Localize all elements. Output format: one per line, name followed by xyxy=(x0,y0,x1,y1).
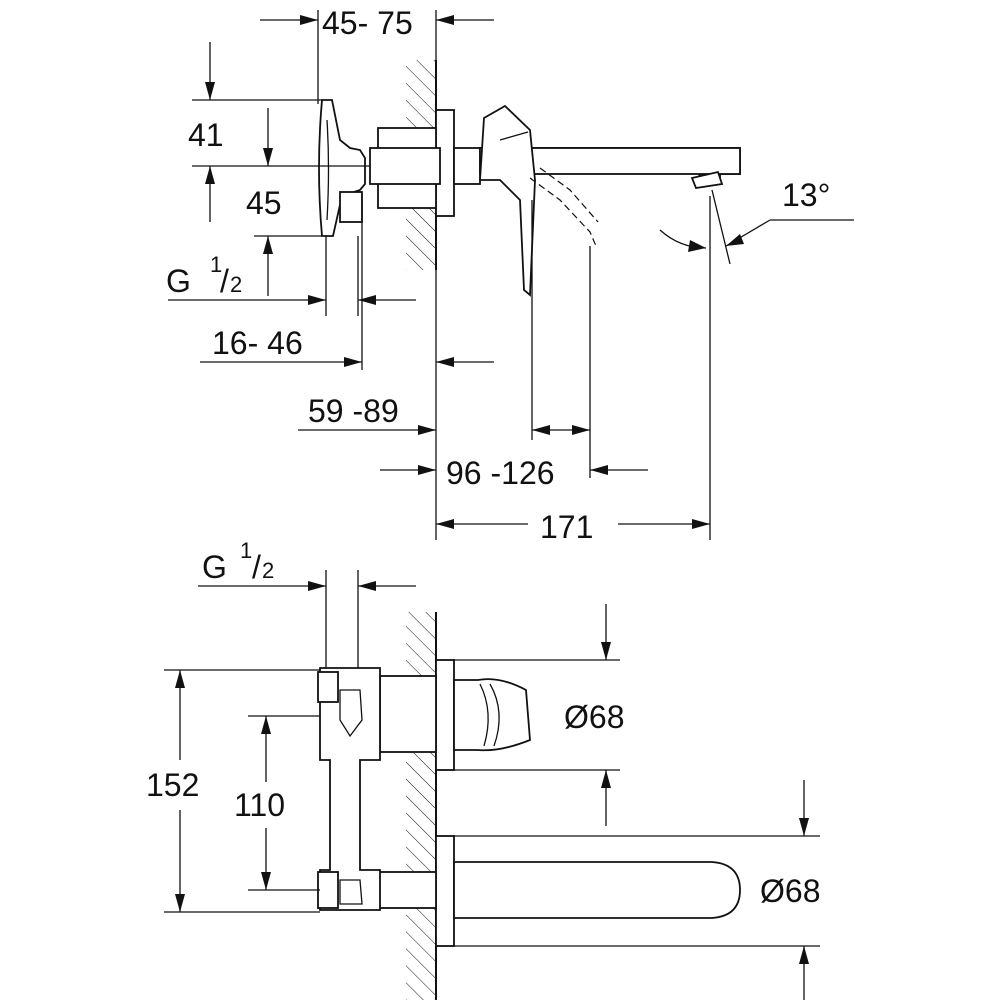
valve-body-top xyxy=(317,667,381,911)
wall-section-top xyxy=(406,612,437,1000)
handle-rosette-top xyxy=(379,659,531,771)
side-view: 45- 75 41 45 G 1 / xyxy=(166,5,854,545)
dim-110-label: 110 xyxy=(234,787,285,823)
valve-body-side xyxy=(369,127,481,209)
thread-label-top: G xyxy=(202,549,227,585)
dim-dia-lower: Ø68 xyxy=(454,780,820,1000)
svg-text:/: / xyxy=(220,263,229,299)
dim-110: 110 xyxy=(230,715,320,891)
thread-num-top: 1 xyxy=(240,538,252,563)
top-view: G 1 / 2 152 110 xyxy=(140,538,820,1000)
lever-alt-position xyxy=(529,167,599,247)
dim-45-label: 45 xyxy=(246,185,282,221)
dim-16-46: 16- 46 xyxy=(200,196,494,370)
dim-171-label: 171 xyxy=(540,509,593,545)
dim-45-75: 45- 75 xyxy=(260,5,494,104)
thread-label-side: G xyxy=(166,263,191,299)
dim-41-45: 41 45 xyxy=(188,42,370,296)
dim-96-126-label: 96 -126 xyxy=(446,455,555,491)
handle-side xyxy=(318,99,366,237)
dim-59-89-label: 59 -89 xyxy=(308,393,399,429)
thread-num-side: 1 xyxy=(210,252,222,277)
dia-upper-label: Ø68 xyxy=(564,699,624,735)
dim-thread-side: G 1 / 2 xyxy=(166,236,416,316)
dim-59-89: 59 -89 xyxy=(298,270,437,540)
dim-96-126: 96 -126 xyxy=(380,200,648,491)
dim-171: 171 xyxy=(436,196,711,545)
dim-16-46-label: 16- 46 xyxy=(212,325,303,361)
thread-den-side: 2 xyxy=(230,272,242,297)
dim-41-label: 41 xyxy=(188,117,224,153)
dim-152-label: 152 xyxy=(146,767,199,803)
spout-rosette-top xyxy=(373,835,741,947)
dim-45-75-label: 45- 75 xyxy=(322,5,413,41)
dim-angle: 13° xyxy=(659,177,854,265)
dim-thread-top: G 1 / 2 xyxy=(198,538,416,668)
mixer-lever-side xyxy=(479,104,536,297)
dim-dia-upper: Ø68 xyxy=(454,604,624,826)
angle-label: 13° xyxy=(782,177,830,213)
dia-lower-label: Ø68 xyxy=(760,873,820,909)
dim-152: 152 xyxy=(140,669,320,913)
svg-text:/: / xyxy=(252,549,261,585)
thread-den-top: 2 xyxy=(262,558,274,583)
